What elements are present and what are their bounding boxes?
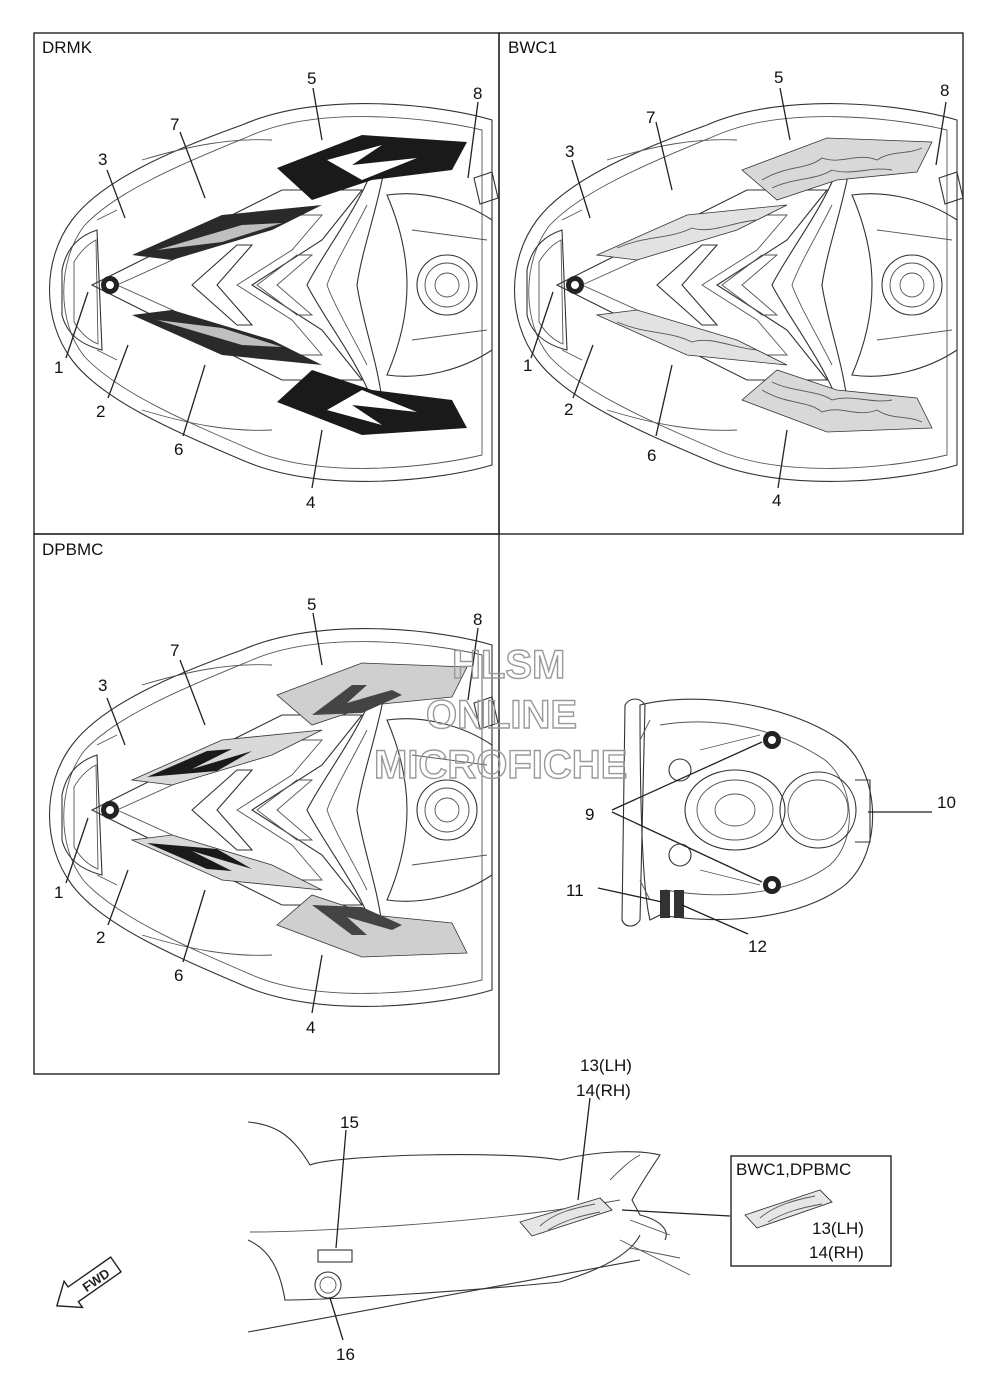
leader-lines-bwc1 <box>530 87 947 489</box>
callouts-dpbmc: 1 2 3 4 5 6 7 8 <box>54 595 482 1037</box>
inset-title: BWC1,DPBMC <box>736 1160 851 1179</box>
callout-7: 7 <box>170 115 179 134</box>
callout-10: 10 <box>937 793 956 812</box>
fwd-arrow-icon: FWD <box>55 1256 122 1309</box>
callout-5: 5 <box>307 595 316 614</box>
callout-3: 3 <box>98 676 107 695</box>
deck-drawing <box>621 698 874 927</box>
watermark-line-2: ONLINE <box>426 693 577 737</box>
callout-2: 2 <box>96 928 105 947</box>
side-view-drawing <box>247 1121 691 1333</box>
leader-lines-side <box>329 1097 731 1341</box>
leader-lines-drmk <box>65 87 479 489</box>
callout-5: 5 <box>774 68 783 87</box>
panel-frame-bwc1 <box>498 32 964 535</box>
callout-11: 11 <box>566 881 584 900</box>
callout-8: 8 <box>473 610 482 629</box>
callout-6: 6 <box>647 446 656 465</box>
callout-2: 2 <box>96 402 105 421</box>
callout-14-rh: 14(RH) <box>576 1081 631 1100</box>
panel-frame-dpbmc <box>33 533 500 1075</box>
hull-drawing-bwc1 <box>513 103 964 482</box>
callout-2: 2 <box>564 400 573 419</box>
callouts-deck: 9 10 11 12 <box>566 793 956 956</box>
leader-lines-deck <box>597 741 932 935</box>
callout-1: 1 <box>54 358 63 377</box>
inset-emblem <box>744 1189 833 1229</box>
panel-title-bwc1: BWC1 <box>508 38 557 57</box>
hull-drawing-dpbmc <box>48 628 499 1007</box>
callout-7: 7 <box>170 641 179 660</box>
callout-3: 3 <box>565 142 574 161</box>
callout-4: 4 <box>772 491 781 510</box>
callout-7: 7 <box>646 108 655 127</box>
callout-4: 4 <box>306 493 315 512</box>
callout-5: 5 <box>307 69 316 88</box>
inset-frame <box>730 1155 892 1267</box>
callout-6: 6 <box>174 440 183 459</box>
callout-8: 8 <box>940 81 949 100</box>
callouts-drmk: 1 2 3 4 5 6 7 8 <box>54 69 482 512</box>
inset-callout-14-rh: 14(RH) <box>809 1243 864 1262</box>
panel-title-dpbmc: DPBMC <box>42 540 103 559</box>
watermark-line-3: MICROFICHE <box>374 743 627 787</box>
callout-6: 6 <box>174 966 183 985</box>
callout-9: 9 <box>585 805 594 824</box>
callouts-side: 13(LH) 14(RH) 15 16 <box>336 1056 632 1364</box>
watermark: HLSM ONLINE MICROFICHE <box>373 642 628 787</box>
callout-8: 8 <box>473 84 482 103</box>
callout-3: 3 <box>98 150 107 169</box>
panel-title-drmk: DRMK <box>42 38 93 57</box>
inset-callout-13-lh: 13(LH) <box>812 1219 864 1238</box>
callout-16: 16 <box>336 1345 355 1364</box>
leader-lines-dpbmc <box>65 612 479 1014</box>
callout-1: 1 <box>54 883 63 902</box>
callout-1: 1 <box>523 356 532 375</box>
callout-15: 15 <box>340 1113 359 1132</box>
callouts-bwc1: 1 2 3 4 5 6 7 8 <box>523 68 949 510</box>
callout-13-lh: 13(LH) <box>580 1056 632 1075</box>
watermark-line-1: HLSM <box>452 643 565 687</box>
hull-drawing-drmk <box>48 103 499 482</box>
callout-12: 12 <box>748 937 767 956</box>
callout-4: 4 <box>306 1018 315 1037</box>
